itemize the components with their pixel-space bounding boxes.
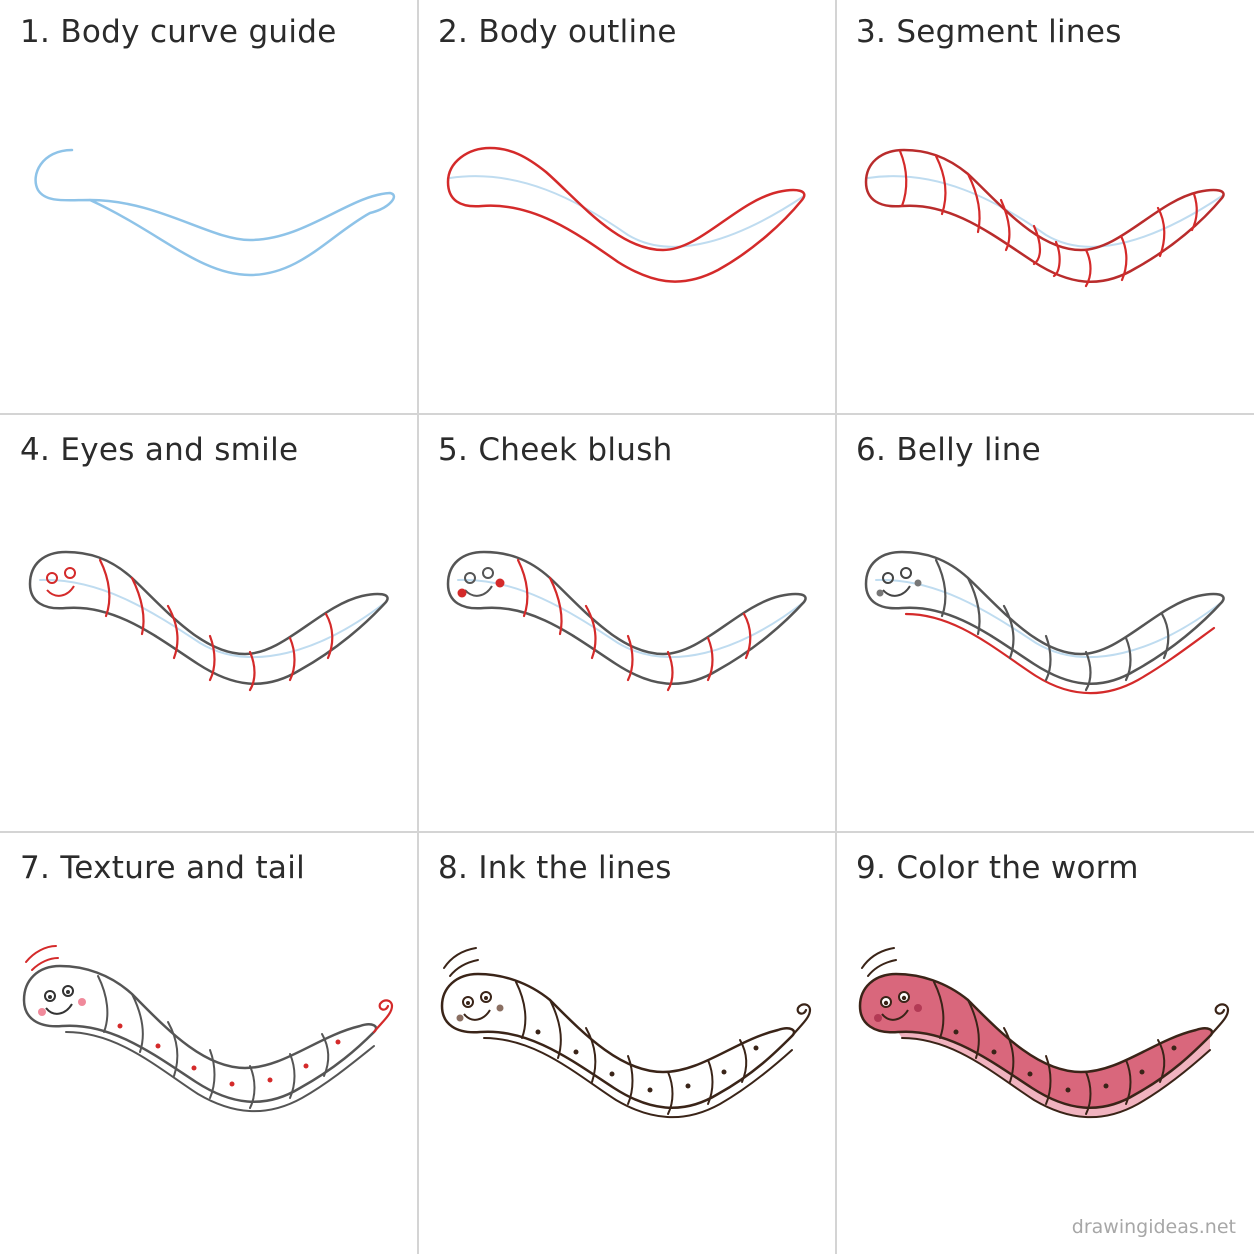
step-panel-4: 4. Eyes and smile — [0, 418, 418, 836]
step-title: 1. Body curve guide — [20, 14, 337, 50]
right-cheek-blush — [78, 998, 86, 1006]
step-title: 3. Segment lines — [856, 14, 1122, 50]
left-eye — [462, 996, 474, 1008]
body-outline — [446, 550, 807, 686]
left-cheek-blush — [874, 1014, 882, 1022]
left-cheek-blush — [38, 1008, 46, 1016]
right-eye — [480, 991, 492, 1003]
step-panel-9: 9. Color the worm — [836, 836, 1254, 1254]
body-guide-centerline — [39, 578, 387, 659]
right-eye — [64, 567, 76, 579]
body-outline — [28, 550, 389, 686]
belly-line — [65, 1031, 375, 1113]
segment-lines — [98, 558, 334, 692]
step-title: 6. Belly line — [856, 432, 1042, 468]
step-panel-6: 6. Belly line — [836, 418, 1254, 836]
body-outline — [22, 964, 378, 1104]
motion-lines — [443, 947, 479, 977]
smile — [464, 585, 493, 597]
step-panel-2: 2. Body outline — [418, 0, 836, 418]
texture-dots — [535, 1029, 759, 1093]
body-guide-curve — [34, 148, 396, 277]
face — [880, 991, 910, 1021]
body-guide-centerline — [867, 175, 1223, 248]
body-guide-centerline — [449, 175, 805, 248]
body-guide-centerline — [875, 578, 1223, 659]
texture-dots — [117, 1023, 341, 1087]
right-cheek-blush — [496, 1004, 504, 1012]
face — [462, 991, 492, 1021]
face — [44, 985, 74, 1015]
right-eye — [900, 567, 912, 579]
smile — [881, 1009, 909, 1021]
worm-illustration — [440, 947, 812, 1119]
step-panel-8: 8. Ink the lines — [418, 836, 836, 1254]
horizontal-divider — [0, 413, 1254, 415]
segment-lines — [515, 981, 748, 1115]
belly-line — [483, 1037, 793, 1119]
vertical-divider — [417, 0, 419, 1254]
curly-tail — [372, 999, 394, 1034]
worm-illustration — [446, 550, 807, 692]
body-outline — [864, 148, 1225, 284]
texture-dots — [953, 1029, 1177, 1093]
worm-illustration — [28, 550, 389, 692]
worm-illustration — [864, 148, 1225, 288]
smile — [46, 585, 75, 597]
step-title: 2. Body outline — [438, 14, 677, 50]
segment-lines — [898, 149, 1198, 288]
curly-tail — [790, 1003, 812, 1038]
step-panel-3: 3. Segment lines — [836, 0, 1254, 418]
smile — [463, 1009, 491, 1021]
worm-illustration — [858, 947, 1230, 1119]
segment-lines — [934, 558, 1170, 692]
step-title: 9. Color the worm — [856, 850, 1139, 886]
body-outline — [446, 146, 806, 283]
right-eye — [482, 567, 494, 579]
segment-lines — [97, 975, 330, 1109]
body-outline — [864, 550, 1225, 686]
right-cheek-blush — [914, 579, 922, 587]
belly-line — [904, 612, 1216, 695]
step-title: 4. Eyes and smile — [20, 432, 299, 468]
step-panel-5: 5. Cheek blush — [418, 418, 836, 836]
step-title: 8. Ink the lines — [438, 850, 672, 886]
smile — [882, 585, 911, 597]
step-panel-1: 1. Body curve guide — [0, 0, 418, 418]
body-outline — [858, 972, 1214, 1110]
watermark: drawingideas.net — [1071, 1216, 1236, 1238]
horizontal-divider — [0, 831, 1254, 833]
left-eye — [882, 572, 894, 584]
belly-line — [901, 1037, 1211, 1119]
worm-illustration — [34, 148, 396, 277]
left-eye — [44, 990, 56, 1002]
left-cheek-blush — [456, 1014, 464, 1022]
left-eye — [464, 572, 476, 584]
segment-lines — [933, 981, 1166, 1115]
smile — [45, 1003, 73, 1015]
right-cheek-blush — [495, 578, 505, 588]
worm-illustration — [446, 146, 806, 283]
step-panel-7: 7. Texture and tail — [0, 836, 418, 1254]
step-title: 7. Texture and tail — [20, 850, 306, 886]
left-cheek-blush — [457, 588, 467, 598]
right-cheek-blush — [914, 1004, 922, 1012]
face — [464, 567, 494, 597]
face — [882, 567, 912, 597]
vertical-divider — [835, 0, 837, 1254]
body-outline — [440, 972, 796, 1110]
face — [46, 567, 76, 597]
curly-tail — [1208, 1003, 1230, 1038]
body-guide-centerline — [457, 578, 805, 659]
left-cheek-blush — [876, 589, 884, 597]
motion-lines — [861, 947, 897, 977]
right-eye — [62, 985, 74, 997]
segment-lines — [516, 558, 752, 692]
worm-illustration — [864, 550, 1225, 695]
step-title: 5. Cheek blush — [438, 432, 673, 468]
worm-illustration — [22, 945, 394, 1113]
motion-lines — [25, 945, 59, 971]
left-eye — [46, 572, 58, 584]
